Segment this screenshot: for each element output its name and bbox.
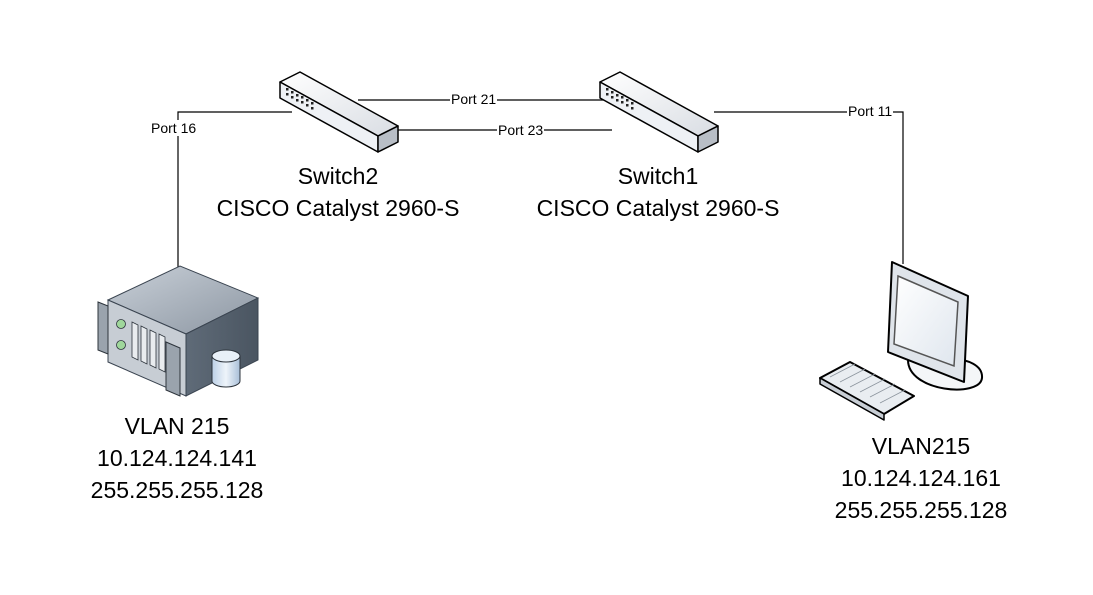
pc-label: VLAN215 10.124.124.161 255.255.255.128 [801,430,1041,526]
desktop-computer-icon [819,261,983,421]
link-server-switch2 [177,111,292,268]
server-mask: 255.255.255.128 [90,477,264,503]
pc-vlan: VLAN215 [871,433,971,459]
server-icon [97,265,260,397]
pc-ip: 10.124.124.161 [841,465,1001,491]
keyboard-icon [819,361,915,421]
switch1-name: Switch1 [617,163,699,189]
switch2-name: Switch2 [297,163,379,189]
port-23-label: Port 23 [497,122,545,138]
link-switch1-pc [714,111,904,264]
server-ip: 10.124.124.141 [97,445,257,471]
switch1-label: Switch1 CISCO Catalyst 2960-S [528,160,788,224]
switch2-model: CISCO Catalyst 2960-S [216,195,460,221]
switch1-icon [599,71,719,153]
switch2-icon [279,71,399,153]
database-icon [211,349,241,388]
port-16-label: Port 16 [150,120,198,136]
switch2-label: Switch2 CISCO Catalyst 2960-S [208,160,468,224]
server-vlan: VLAN 215 [124,413,230,439]
switch1-model: CISCO Catalyst 2960-S [536,195,780,221]
port-11-label: Port 11 [847,103,894,119]
server-label: VLAN 215 10.124.124.141 255.255.255.128 [57,410,297,506]
port-21-label: Port 21 [450,91,498,107]
pc-mask: 255.255.255.128 [834,497,1008,523]
